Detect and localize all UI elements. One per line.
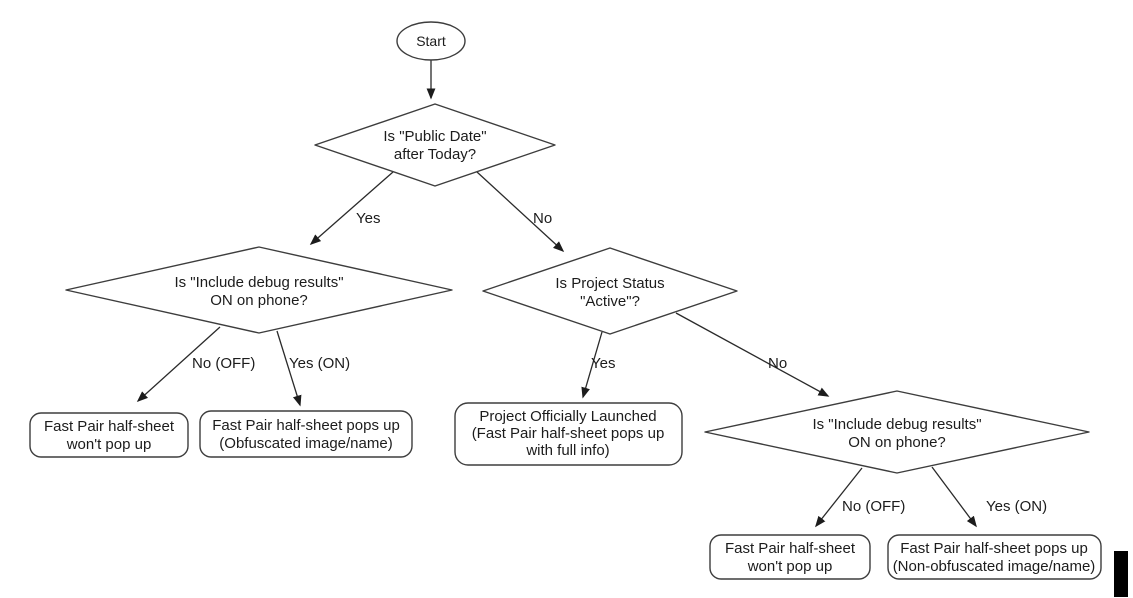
decision-debug-right-diamond: [704, 390, 1090, 474]
decision-debug-left: Is "Include debug results" ON on phone?: [65, 246, 453, 334]
edge-debug-left-yes: [276, 330, 302, 407]
decision-project-status: Is Project Status "Active"?: [482, 247, 738, 335]
outcome-launched-line3: with full info): [525, 442, 609, 459]
edge-debug-right-yes: [931, 466, 977, 528]
edge-label-status-no: No: [768, 355, 787, 372]
edge-debug-right-no: [815, 467, 863, 528]
edge-label-public-date-yes: Yes: [356, 210, 380, 227]
outcome-non-obfuscated-line1: Fast Pair half-sheet pops up: [900, 540, 1088, 557]
edge-label-public-date-no: No: [533, 210, 552, 227]
decision-public-date-line2: after Today?: [394, 146, 476, 163]
outcome-obfuscated: Fast Pair half-sheet pops up (Obfuscated…: [199, 410, 413, 458]
outcome-non-obfuscated: Fast Pair half-sheet pops up (Non-obfusc…: [887, 534, 1102, 580]
decision-debug-right-line2: ON on phone?: [848, 434, 946, 451]
outcome-no-popup-right: Fast Pair half-sheet won't pop up: [709, 534, 871, 580]
outcome-no-popup-right-line2: won't pop up: [747, 558, 833, 575]
edge-public-date-yes: [309, 171, 394, 246]
outcome-no-popup-left-line1: Fast Pair half-sheet: [44, 418, 175, 435]
decision-debug-left-line1: Is "Include debug results": [174, 274, 343, 291]
edge-label-status-yes: Yes: [591, 355, 615, 372]
edge-status-yes: [581, 331, 603, 399]
decision-debug-left-line2: ON on phone?: [210, 292, 308, 309]
edge-public-date-no: [476, 171, 565, 253]
edge-label-debug-right-yes: Yes (ON): [986, 498, 1047, 515]
outcome-no-popup-left: Fast Pair half-sheet won't pop up: [29, 412, 189, 458]
outcome-launched-line1: Project Officially Launched: [479, 408, 656, 425]
decision-public-date-diamond: [314, 103, 556, 187]
edge-label-debug-left-yes: Yes (ON): [289, 355, 350, 372]
decision-debug-right: Is "Include debug results" ON on phone?: [704, 390, 1090, 474]
outcome-obfuscated-box: [199, 410, 413, 458]
decision-debug-left-diamond: [65, 246, 453, 334]
decision-project-status-line2: "Active"?: [580, 293, 640, 310]
start-label: Start: [416, 33, 446, 49]
decision-public-date: Is "Public Date" after Today?: [314, 103, 556, 187]
outcome-no-popup-right-box: [709, 534, 871, 580]
outcome-non-obfuscated-line2: (Non-obfuscated image/name): [893, 558, 1096, 575]
text-cursor-artifact: [1114, 551, 1128, 597]
start-ellipse: [396, 21, 466, 61]
outcome-obfuscated-line1: Fast Pair half-sheet pops up: [212, 417, 400, 434]
outcome-no-popup-right-line1: Fast Pair half-sheet: [725, 540, 856, 557]
outcome-launched-box: [454, 402, 683, 466]
edge-label-debug-right-no: No (OFF): [842, 498, 905, 515]
edge-debug-left-no: [136, 326, 221, 403]
outcome-launched-line2: (Fast Pair half-sheet pops up: [472, 425, 665, 442]
outcome-no-popup-left-line2: won't pop up: [66, 436, 152, 453]
decision-debug-right-line1: Is "Include debug results": [812, 416, 981, 433]
start-node: Start: [396, 21, 466, 61]
outcome-obfuscated-line2: (Obfuscated image/name): [219, 435, 392, 452]
outcome-non-obfuscated-box: [887, 534, 1102, 580]
decision-public-date-line1: Is "Public Date": [383, 128, 486, 145]
decision-project-status-diamond: [482, 247, 738, 335]
edge-label-debug-left-no: No (OFF): [192, 355, 255, 372]
decision-project-status-line1: Is Project Status: [555, 275, 664, 292]
outcome-no-popup-left-box: [29, 412, 189, 458]
outcome-launched: Project Officially Launched (Fast Pair h…: [454, 402, 683, 466]
edge-status-no: [675, 312, 830, 397]
